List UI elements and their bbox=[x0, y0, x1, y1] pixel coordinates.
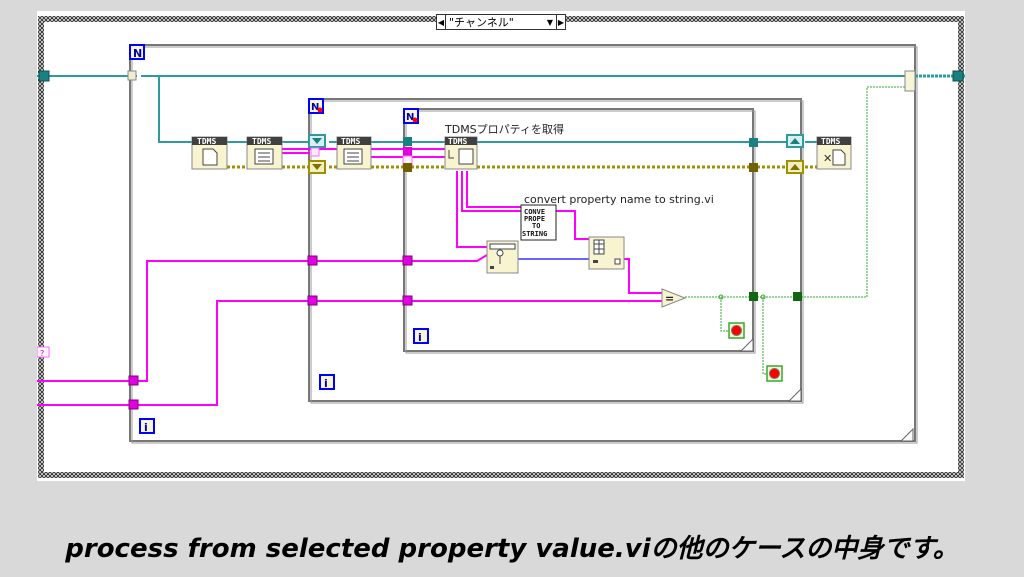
inner-loop-refnum-tunnel[interactable] bbox=[403, 137, 412, 146]
inner-loop-string-tunnel[interactable] bbox=[402, 295, 413, 306]
case-dropdown-icon[interactable]: ▼ bbox=[546, 17, 553, 27]
case-selector-value: "チャンネル" bbox=[449, 16, 514, 29]
wire-junction bbox=[718, 294, 724, 300]
case-selector[interactable]: ◀ "チャンネル" ▼ ▶ bbox=[436, 14, 566, 30]
stop-icon bbox=[769, 368, 780, 379]
middle-loop-string-tunnel[interactable] bbox=[307, 255, 318, 266]
inner-loop-n-label: N bbox=[406, 112, 414, 123]
outer-loop-i-label: i bbox=[144, 421, 148, 434]
inner-loop-stop-terminal[interactable] bbox=[728, 322, 745, 339]
inner-loop-string-tunnel[interactable] bbox=[403, 147, 412, 156]
tdms-close-node[interactable]: TDMS ✕ bbox=[816, 136, 852, 170]
middle-loop-bool-out-tunnel[interactable] bbox=[793, 292, 802, 301]
stop-icon bbox=[731, 325, 742, 336]
caption: process from selected property value.viの… bbox=[65, 534, 959, 564]
outer-for-loop[interactable] bbox=[129, 44, 918, 444]
middle-loop-n-label: N bbox=[311, 102, 319, 113]
get-properties-label: TDMSプロパティを取得 bbox=[444, 123, 564, 136]
equal-comparison-node[interactable]: = bbox=[661, 288, 687, 308]
subvi-icon-line: TO bbox=[532, 222, 540, 230]
open-file-icon bbox=[202, 148, 218, 166]
inner-loop-error-out-tunnel[interactable] bbox=[749, 163, 758, 172]
middle-loop-stop-terminal[interactable] bbox=[766, 365, 783, 382]
index-array-node[interactable] bbox=[588, 236, 625, 270]
inner-loop-bool-out-tunnel[interactable] bbox=[749, 292, 758, 301]
middle-loop-indexing-tunnel[interactable] bbox=[310, 147, 320, 157]
close-file-icon: ✕ bbox=[823, 152, 832, 165]
subvi-icon-line: PROPE bbox=[524, 215, 545, 223]
middle-loop-iteration-terminal[interactable]: i bbox=[319, 374, 335, 390]
question-mark-icon: ? bbox=[40, 349, 44, 358]
error-shift-register-right[interactable] bbox=[786, 160, 804, 174]
subvi-label: convert property name to string.vi bbox=[524, 193, 714, 206]
tdms-list-contents-node-2[interactable]: TDMS bbox=[336, 136, 372, 170]
search-icon bbox=[496, 249, 504, 257]
outer-loop-refnum-indexing-tunnel[interactable] bbox=[127, 70, 137, 81]
case-refnum-output-tunnel[interactable] bbox=[952, 70, 964, 82]
conditional-dot-icon bbox=[317, 107, 323, 113]
outer-loop-n-label: N bbox=[133, 47, 142, 60]
array-icon bbox=[489, 243, 516, 250]
outer-loop-string-tunnel[interactable] bbox=[128, 375, 139, 386]
subvi-icon-line: CONVE bbox=[524, 208, 545, 216]
tdms-header-label: TDMS bbox=[197, 137, 216, 146]
block-diagram: N i N i N i bbox=[37, 11, 965, 481]
wire-junction bbox=[760, 294, 766, 300]
tdms-open-node[interactable]: TDMS bbox=[191, 136, 228, 170]
subvi-icon-line: STRING bbox=[522, 230, 547, 238]
tdms-header-label: TDMS bbox=[252, 137, 271, 146]
inner-loop-refnum-out-tunnel[interactable] bbox=[749, 138, 758, 147]
tdms-header-label: TDMS bbox=[341, 137, 360, 146]
inner-loop-i-label: i bbox=[418, 331, 422, 344]
middle-for-loop[interactable] bbox=[308, 98, 804, 404]
equal-symbol: = bbox=[665, 292, 674, 305]
tdms-get-properties-node[interactable]: TDMS bbox=[444, 136, 478, 170]
middle-loop-string-tunnel[interactable] bbox=[307, 295, 318, 306]
block-diagram-svg: N i N i N i bbox=[37, 16, 965, 478]
properties-icon bbox=[458, 148, 474, 165]
tdms-header-label: TDMS bbox=[821, 137, 840, 146]
outer-loop-output-tunnel[interactable] bbox=[904, 70, 916, 92]
case-next-arrow-icon[interactable]: ▶ bbox=[556, 15, 565, 29]
conditional-dot-icon bbox=[412, 117, 418, 123]
outer-loop-iteration-terminal[interactable]: i bbox=[139, 418, 155, 434]
case-refnum-tunnel[interactable] bbox=[38, 70, 50, 82]
inner-for-loop[interactable] bbox=[403, 108, 756, 354]
search-1d-array-node[interactable] bbox=[486, 240, 519, 274]
inner-loop-error-tunnel[interactable] bbox=[403, 163, 412, 172]
inner-loop-iteration-terminal[interactable]: i bbox=[413, 328, 429, 344]
convert-property-name-subvi[interactable]: CONVE PROPE TO STRING bbox=[520, 204, 557, 241]
string-tunnel-unwired[interactable] bbox=[37, 346, 50, 358]
middle-loop-count-terminal[interactable]: N bbox=[308, 98, 324, 114]
inner-loop-count-terminal[interactable]: N bbox=[403, 108, 419, 124]
boolean-wire[interactable] bbox=[685, 86, 909, 375]
tdms-header-label: TDMS bbox=[448, 137, 467, 146]
refnum-shift-register-right[interactable] bbox=[786, 134, 804, 148]
middle-loop-i-label: i bbox=[324, 377, 328, 390]
refnum-shift-register-left[interactable] bbox=[308, 134, 326, 148]
arrow-icon bbox=[448, 150, 454, 159]
case-prev-arrow-icon[interactable]: ◀ bbox=[437, 15, 446, 29]
tdms-list-contents-node[interactable]: TDMS bbox=[246, 136, 283, 170]
outer-loop-string-tunnel[interactable] bbox=[128, 399, 139, 410]
error-shift-register-left[interactable] bbox=[308, 160, 326, 174]
inner-loop-string-tunnel[interactable] bbox=[402, 255, 413, 266]
outer-loop-count-terminal[interactable]: N bbox=[129, 44, 145, 60]
